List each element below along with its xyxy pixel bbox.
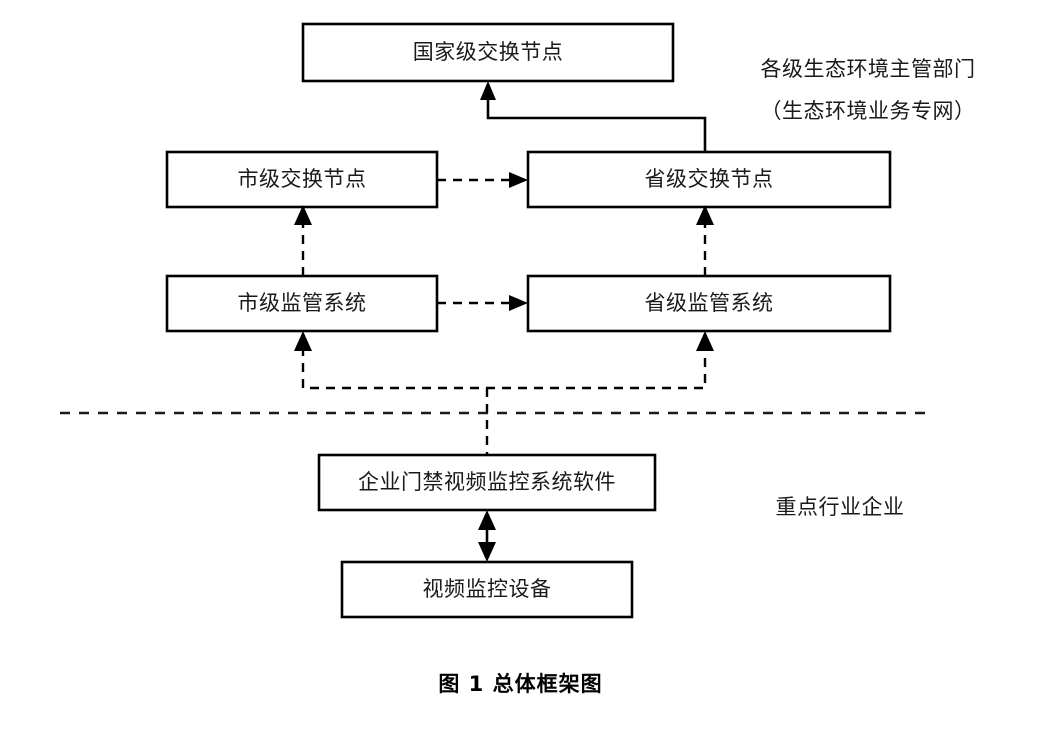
node-province-exchange: 省级交换节点: [526, 150, 892, 209]
arrow-head-down: [478, 542, 496, 562]
node-box-province-exchange: [526, 150, 892, 209]
arrow-head-right: [509, 295, 528, 311]
edge-city-supervision-to-province-supervision: [437, 295, 528, 311]
edge-bus-line: [301, 347, 707, 390]
edge-province-supervision-to-province-exchange: [696, 205, 714, 276]
zone-label-enterprise: 重点行业企业: [776, 495, 905, 519]
arrow-head-right: [509, 172, 528, 188]
arrow-head-up: [696, 205, 714, 225]
node-label-city-exchange: 市级交换节点: [238, 167, 367, 191]
node-video-device: 视频监控设备: [340, 560, 634, 619]
edge-enterprise-software-to-supervision-bus: [294, 331, 714, 455]
edge-line: [486, 93, 707, 152]
edge-enterprise-software-to-video-device: [478, 510, 496, 562]
node-box-province-supervision: [526, 274, 892, 333]
node-label-enterprise-software: 企业门禁视频监控系统软件: [358, 470, 616, 494]
arrow-head-up-city: [294, 331, 312, 351]
arrow-head-up: [478, 510, 496, 530]
arrow-head-up: [480, 81, 496, 100]
node-box-national-exchange: [301, 22, 675, 83]
zone-label-government-line2: （生态环境业务专网）: [761, 99, 976, 123]
node-label-video-device: 视频监控设备: [423, 577, 552, 601]
zone-label-government-line1: 各级生态环境主管部门: [761, 57, 976, 81]
edge-province-exchange-to-national-exchange: [480, 81, 707, 152]
node-box-video-device: [340, 560, 634, 619]
node-label-province-exchange: 省级交换节点: [645, 167, 774, 191]
node-city-exchange: 市级交换节点: [165, 150, 439, 209]
arrow-head-up: [294, 205, 312, 225]
node-national-exchange: 国家级交换节点: [301, 22, 675, 83]
node-label-province-supervision: 省级监管系统: [645, 291, 774, 315]
node-label-national-exchange: 国家级交换节点: [413, 40, 564, 64]
node-province-supervision: 省级监管系统: [526, 274, 892, 333]
figure-caption: 图 1 总体框架图: [438, 672, 603, 696]
node-enterprise-software: 企业门禁视频监控系统软件: [317, 453, 657, 512]
node-city-supervision: 市级监管系统: [165, 274, 439, 333]
edge-city-exchange-to-province-exchange: [437, 172, 528, 188]
node-box-enterprise-software: [317, 453, 657, 512]
arrow-head-up-province: [696, 331, 714, 351]
node-box-city-exchange: [165, 150, 439, 209]
node-label-city-supervision: 市级监管系统: [238, 291, 367, 315]
edge-city-supervision-to-city-exchange: [294, 205, 312, 276]
